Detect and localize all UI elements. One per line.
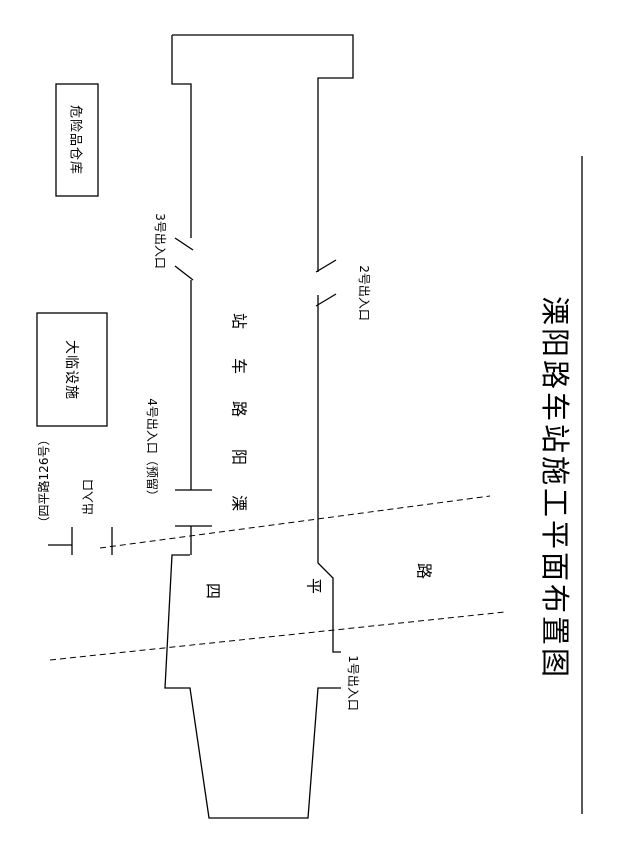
station-name-char: 溧	[230, 495, 249, 511]
warehouse-box	[55, 83, 99, 197]
station-south-edge	[164, 554, 341, 819]
station-right-wall	[172, 34, 354, 272]
entrance-address: （四平路126号）	[36, 434, 51, 529]
facility-label: 大临设施	[63, 340, 79, 400]
exit1-label: 1号出入口	[346, 655, 360, 711]
entrance-label: 出入口	[81, 479, 95, 515]
station-left-wall	[171, 35, 192, 238]
exit2-opening-upper	[315, 259, 337, 273]
exit3-opening-upper	[174, 237, 194, 251]
station-name-char: 站	[230, 313, 249, 329]
exit2-opening-lower	[315, 293, 337, 307]
warehouse-label: 危险品仓库	[68, 105, 84, 175]
station-name-char: 路	[230, 401, 249, 417]
road-name-char: 平	[305, 578, 324, 594]
diagram-title: 溧阳路车站施工平面布置图	[538, 296, 572, 680]
exit2-label: 2号出入口	[357, 265, 371, 321]
road-boundary-lower	[49, 611, 506, 661]
station-name-char: 阳	[230, 449, 249, 465]
road-boundary-upper	[99, 495, 491, 549]
station-name-char: 车	[230, 358, 249, 374]
road-name-char: 路	[415, 563, 434, 579]
station-right-wall-lower	[317, 295, 341, 653]
facility-box	[36, 312, 108, 427]
road-name-char: 四	[204, 583, 223, 599]
exit3-opening-lower	[174, 265, 194, 281]
exit3-label: 3号出入口	[153, 213, 167, 269]
exit4-label: 4号出入口（预留）	[145, 398, 159, 502]
